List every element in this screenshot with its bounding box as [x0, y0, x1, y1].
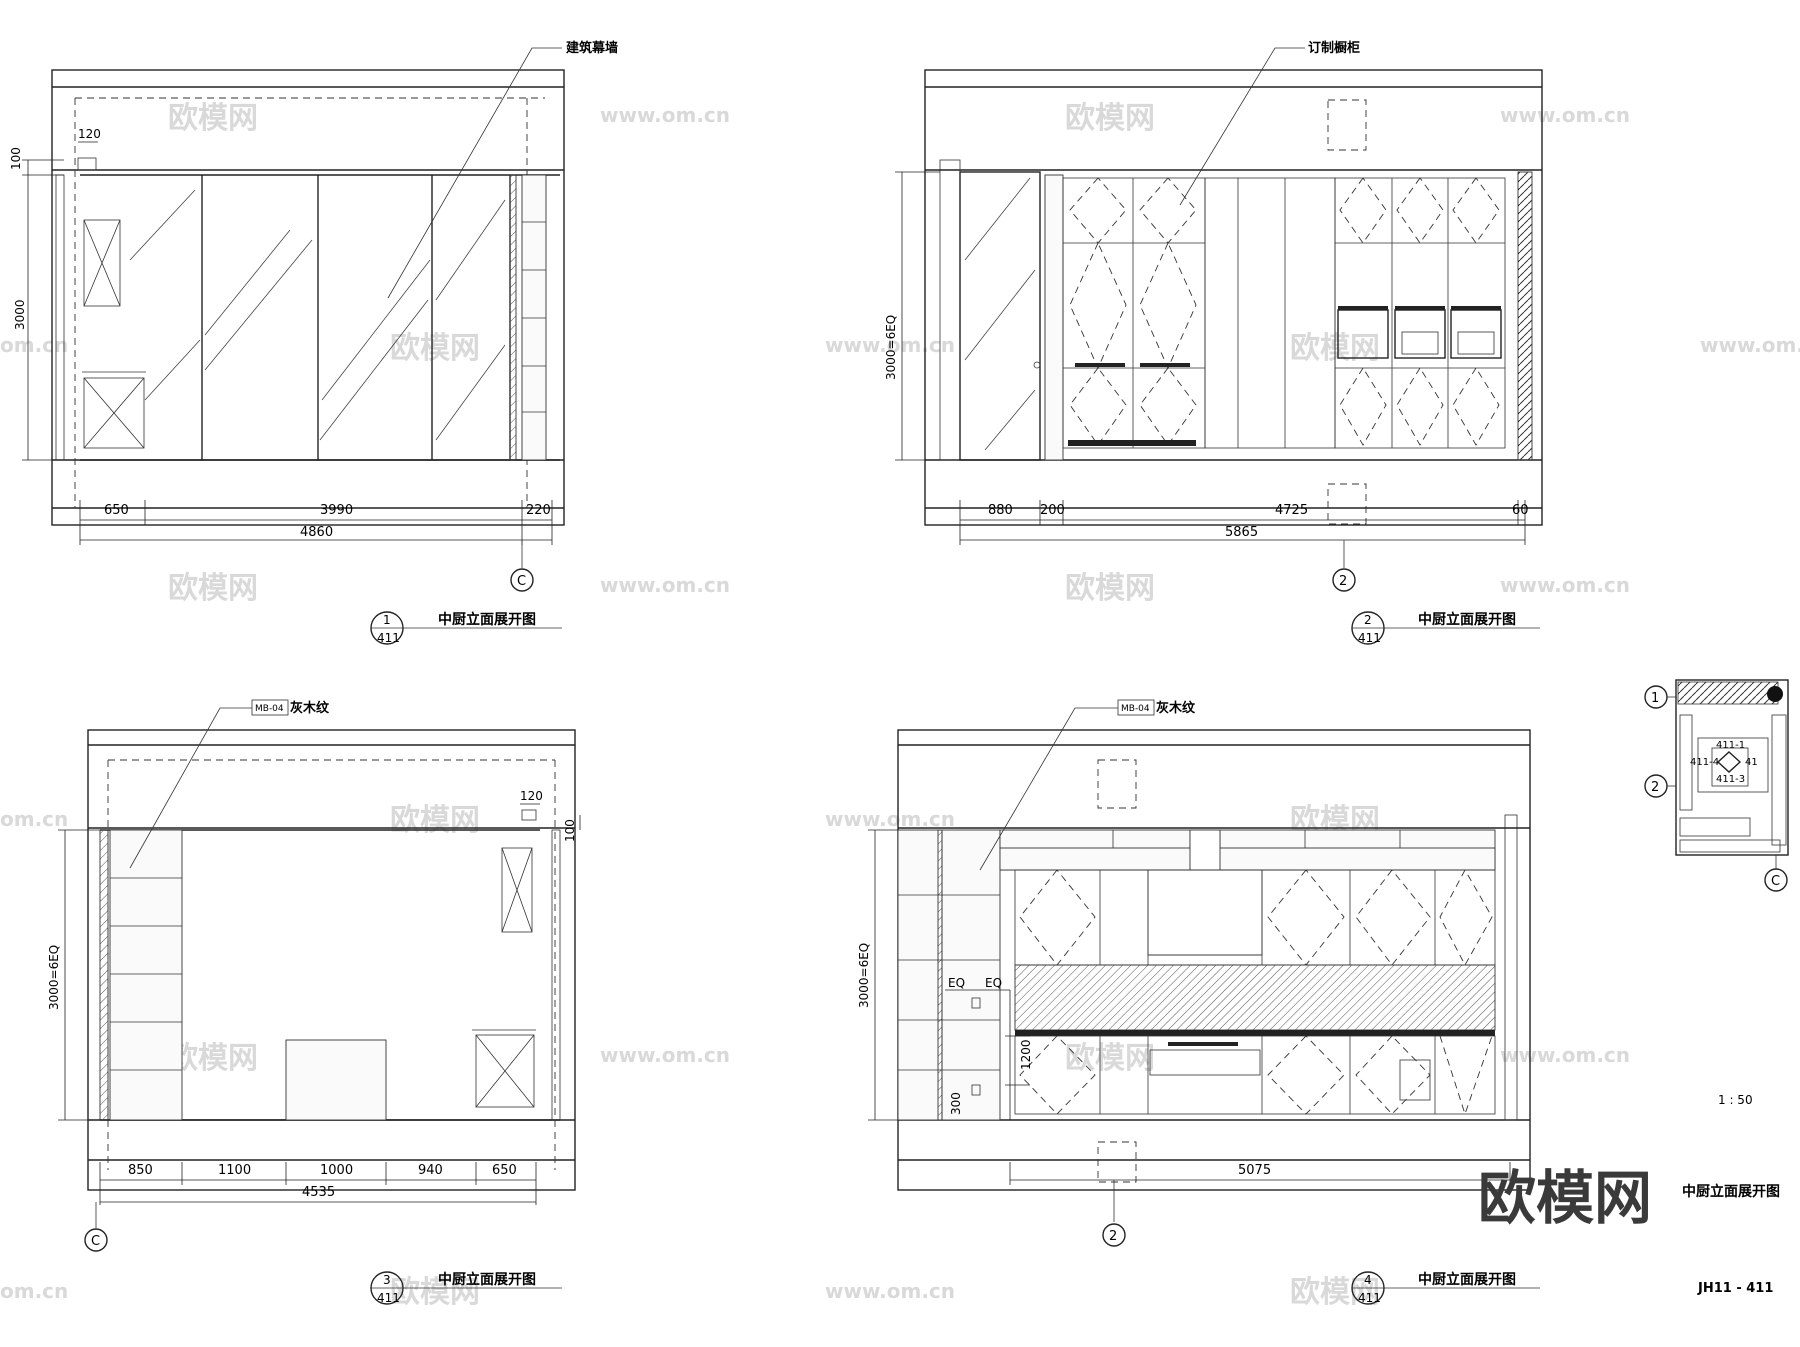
dim-small-vertical: 100: [9, 147, 23, 170]
grid-bubble-2: 2: [1109, 1229, 1117, 1244]
elevation-sheet: 411: [377, 1291, 400, 1305]
dim-seg: 650: [104, 503, 129, 518]
dim-total: 5075: [1238, 1163, 1271, 1178]
watermark: 欧模网: [1065, 571, 1155, 606]
key-bubble-2: 2: [1651, 780, 1659, 795]
dim-total: 5865: [1225, 525, 1258, 540]
material-code: MB-04: [255, 704, 284, 714]
key-tag: 411-1: [1716, 740, 1745, 751]
watermark: 欧模网: [168, 1041, 258, 1076]
watermark: www.om.cn: [825, 333, 955, 357]
elevation-1: 建筑幕墙 100 3000 120 650 3990 220 4860 C 1 …: [9, 40, 618, 645]
dim-seg: 3990: [320, 503, 353, 518]
watermark: 欧模网: [390, 331, 480, 366]
key-bubble-1: 1: [1651, 691, 1659, 706]
watermark: www.om.cn: [600, 1043, 730, 1067]
tall-cabinets: [1062, 177, 1506, 449]
grid-bubble-c: C: [517, 574, 526, 589]
watermark: www.om.cn: [1500, 1043, 1630, 1067]
elevation-4: MB-04 灰木纹 3000=6EQ 1200 300 EQ EQ 5075 2…: [857, 699, 1540, 1305]
elevation-sheet: 411: [1358, 631, 1381, 645]
elevation-sheet: 411: [377, 631, 400, 645]
dim-total: 4860: [300, 525, 333, 540]
title-block-4: 4 411 中厨立面展开图: [1351, 1271, 1540, 1305]
title-block-3: 3 411 中厨立面展开图: [370, 1271, 562, 1305]
watermark: www.om.cn: [1500, 103, 1630, 127]
scale-label: 1 : 50: [1718, 1093, 1753, 1107]
dim-height: 3000=6EQ: [857, 943, 871, 1008]
elevation-title: 中厨立面展开图: [1418, 1271, 1516, 1288]
curtain-wall-label: 建筑幕墙: [566, 40, 618, 56]
elevation-3: MB-04 灰木纹 3000=6EQ 120 100 850 1100 1000…: [47, 699, 581, 1305]
dim-seg: 200: [1040, 503, 1065, 518]
elevation-sheet: 411: [1358, 1291, 1381, 1305]
dim-seg: 940: [418, 1163, 443, 1178]
dim-seg: 1100: [218, 1163, 251, 1178]
brand-watermark: 欧模网: [1478, 1164, 1652, 1232]
dim-top: 120: [78, 127, 101, 141]
grid-bubble-2: 2: [1339, 574, 1347, 589]
dim-height: 3000=6EQ: [884, 315, 898, 380]
sheet-number: JH11 - 411: [1697, 1281, 1773, 1296]
watermark: www.om.cn: [825, 1279, 955, 1303]
dim-seg: 650: [492, 1163, 517, 1178]
material-text: 灰木纹: [1156, 700, 1196, 716]
dim-small-vertical: 100: [563, 819, 577, 842]
dim-h1: 1200: [1019, 1039, 1033, 1070]
key-bubble-c: C: [1771, 874, 1780, 889]
dim-seg: 60: [1512, 503, 1529, 518]
key-tag: 411-3: [1716, 774, 1745, 785]
dim-height: 3000: [13, 299, 27, 330]
watermark: om.cn: [0, 1279, 68, 1303]
dim-seg: 850: [128, 1163, 153, 1178]
dim-seg: 1000: [320, 1163, 353, 1178]
grid-bubble-c: C: [91, 1234, 100, 1249]
elevation-number: 1: [383, 613, 391, 627]
dim-seg: 4725: [1275, 503, 1308, 518]
curtain-wall-glass: [129, 175, 511, 460]
watermark: 欧模网: [390, 803, 480, 838]
elevation-number: 3: [383, 1273, 391, 1287]
dim-eq: EQ: [985, 976, 1002, 990]
watermark: www.om.cn: [825, 807, 955, 831]
dim-h2: 300: [949, 1092, 963, 1115]
material-code: MB-04: [1121, 704, 1150, 714]
watermark: www.om.cn: [600, 103, 730, 127]
watermark: 欧模网: [168, 571, 258, 606]
watermark: 欧模网: [1065, 101, 1155, 136]
elevation-title: 中厨立面展开图: [438, 1271, 536, 1288]
elevation-2: 订制橱柜 3000=6EQ 880 200 4725 60 5865 2 2 4…: [884, 40, 1543, 645]
custom-cabinet-label: 订制橱柜: [1308, 40, 1360, 56]
dim-top: 120: [520, 789, 543, 803]
dim-seg: 220: [526, 503, 551, 518]
dim-total: 4535: [302, 1185, 335, 1200]
watermark: www.om.cn: [600, 573, 730, 597]
watermark: om.cn: [0, 333, 68, 357]
watermark: 欧模网: [168, 101, 258, 136]
dim-seg: 880: [988, 503, 1013, 518]
elevation-title: 中厨立面展开图: [438, 611, 536, 628]
watermark: 欧模网: [1065, 1041, 1155, 1076]
title-block-2: 2 411 中厨立面展开图: [1351, 611, 1540, 645]
material-text: 灰木纹: [290, 700, 330, 716]
key-tag: 411-4: [1690, 757, 1719, 768]
elevation-number: 2: [1364, 613, 1372, 627]
watermark: 欧模网: [390, 1275, 480, 1310]
dim-eq: EQ: [948, 976, 965, 990]
key-title: 中厨立面展开图: [1682, 1183, 1780, 1200]
watermark: www.om.cn: [1500, 573, 1630, 597]
watermark: om.cn: [0, 807, 68, 831]
title-block-1: 1 411 中厨立面展开图: [370, 611, 562, 645]
key-tag: 41: [1745, 757, 1758, 768]
elevation-title: 中厨立面展开图: [1418, 611, 1516, 628]
dim-height: 3000=6EQ: [47, 945, 61, 1010]
key-plan: 411-1 411-4 41 411-3 1 2 C: [1644, 679, 1789, 892]
watermark: www.om.cn: [1700, 333, 1800, 357]
elevation-number: 4: [1364, 1273, 1372, 1287]
